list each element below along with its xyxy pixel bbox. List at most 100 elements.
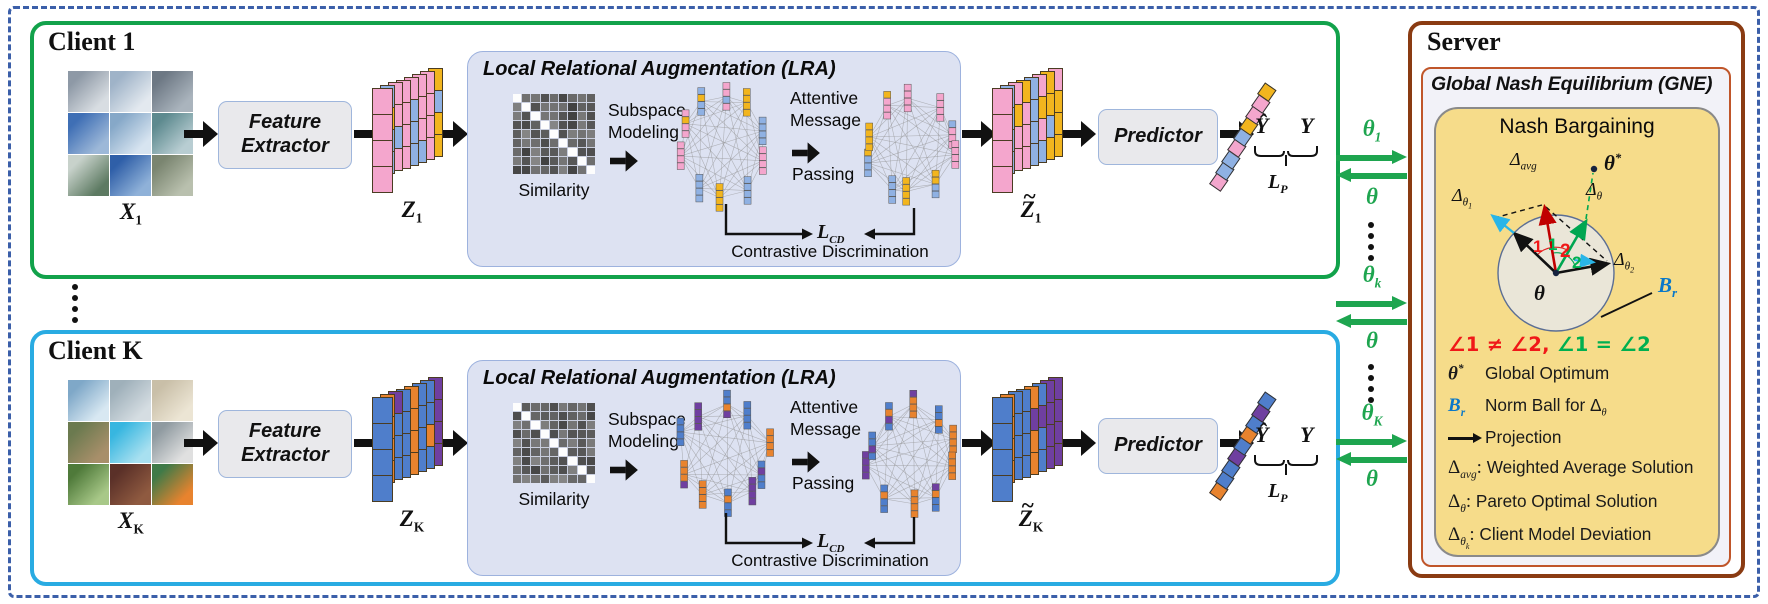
input-label: XK <box>118 508 144 537</box>
similarity-cell <box>522 103 531 111</box>
similarity-cell <box>586 475 595 483</box>
client-panel-0: Client 1 X1 Feature Extractor Z1 Local R… <box>30 21 1340 279</box>
attentive-arrow-icon <box>792 142 820 164</box>
similarity-cell <box>568 139 577 147</box>
legend-row: Projection <box>1448 427 1716 449</box>
similarity-cell <box>549 94 559 102</box>
similarity-cell <box>586 121 595 129</box>
similarity-cell <box>549 421 559 429</box>
similarity-cell <box>559 166 568 174</box>
angle-1-green: 1 <box>1548 235 1558 254</box>
similarity-cell <box>568 403 577 411</box>
relation-graph-svg <box>862 390 957 518</box>
similarity-cell <box>549 430 559 438</box>
similarity-cell <box>540 121 549 129</box>
delta-theta2-label: Δθ2 <box>1614 249 1635 275</box>
gne-title: Global Nash Equilibrium (GNE) <box>1431 73 1713 95</box>
lra-panel: Local Relational Augmentation (LRA) Simi… <box>467 51 961 267</box>
similarity-cell <box>531 439 540 447</box>
delta-theta1-label: Δθ1 <box>1452 185 1473 211</box>
similarity-cell <box>531 121 540 129</box>
similarity-cell <box>559 439 568 447</box>
nash-bargaining-title: Nash Bargaining <box>1499 115 1655 138</box>
input-image-tile <box>68 380 109 421</box>
similarity-cell <box>568 430 577 438</box>
similarity-cell <box>568 439 577 447</box>
predictor-label: Predictor <box>1114 125 1202 148</box>
legend-text: Projection <box>1485 427 1562 447</box>
similarity-cell <box>549 475 559 483</box>
flow-arrow-icon <box>184 430 218 456</box>
similarity-cell <box>513 421 522 429</box>
feature-stack-z-tilde <box>992 65 1072 195</box>
similarity-cell <box>568 457 577 465</box>
similarity-cell <box>577 448 586 456</box>
predictor-label: Predictor <box>1114 434 1202 457</box>
similarity-cell <box>531 157 540 165</box>
similarity-cell <box>577 139 586 147</box>
lcd-connector-lines <box>724 513 916 549</box>
similarity-cell <box>540 103 549 111</box>
angle-2-red: 2 <box>1560 241 1571 262</box>
input-image-tile <box>110 422 151 463</box>
similarity-cell <box>577 130 586 138</box>
similarity-cell <box>549 412 559 420</box>
legend-text: Weighted Average Solution <box>1486 457 1694 477</box>
similarity-cell <box>522 130 531 138</box>
theta-down-label: θ <box>1366 184 1378 209</box>
similarity-cell <box>577 112 586 120</box>
client-title: Client 1 <box>48 27 136 56</box>
similarity-cell <box>559 466 568 474</box>
similarity-cell <box>513 103 522 111</box>
similarity-cell <box>540 139 549 147</box>
similarity-cell <box>540 157 549 165</box>
similarity-cell <box>568 412 577 420</box>
similarity-cell <box>522 94 531 102</box>
similarity-cell <box>586 448 595 456</box>
similarity-cell <box>559 94 568 102</box>
similarity-cell <box>549 403 559 411</box>
similarity-cell <box>577 466 586 474</box>
similarity-cell <box>568 157 577 165</box>
similarity-cell <box>586 439 595 447</box>
similarity-label: Similarity <box>518 489 590 509</box>
similarity-cell <box>513 166 522 174</box>
relation-graph-left <box>664 385 784 526</box>
similarity-cell <box>513 448 522 456</box>
similarity-cell <box>568 166 577 174</box>
similarity-cell <box>568 103 577 111</box>
similarity-cell <box>586 430 595 438</box>
similarity-cell <box>559 148 568 156</box>
similarity-cell <box>513 157 522 165</box>
upload-arrow-icon <box>1336 434 1407 449</box>
similarity-cell <box>559 448 568 456</box>
similarity-cell <box>586 157 595 165</box>
similarity-cell <box>577 439 586 447</box>
feature-extractor-box: Feature Extractor <box>218 101 352 169</box>
similarity-cell <box>522 121 531 129</box>
input-image-grid <box>68 71 193 196</box>
similarity-cell <box>522 157 531 165</box>
similarity-cell <box>513 94 522 102</box>
input-image-tile <box>152 380 193 421</box>
similarity-cell <box>531 112 540 120</box>
similarity-cell <box>586 166 595 174</box>
theta-star-label: θ* <box>1604 151 1622 175</box>
legend-row: Br Norm Ball for Δθ <box>1448 395 1716 419</box>
similarity-cell <box>522 166 531 174</box>
similarity-cell <box>531 130 540 138</box>
similarity-cell <box>586 421 595 429</box>
similarity-cell <box>549 103 559 111</box>
similarity-cell <box>513 130 522 138</box>
similarity-cell <box>540 412 549 420</box>
similarity-cell <box>540 403 549 411</box>
similarity-cell <box>549 166 559 174</box>
flow-arrow-icon <box>962 121 996 147</box>
similarity-cell <box>540 166 549 174</box>
similarity-cell <box>559 421 568 429</box>
legend-text: Global Optimum <box>1485 363 1610 384</box>
y-hat-label: Ŷ <box>1255 113 1269 138</box>
input-image-tile <box>110 464 151 505</box>
theta-up-label: θ1 <box>1362 116 1382 145</box>
